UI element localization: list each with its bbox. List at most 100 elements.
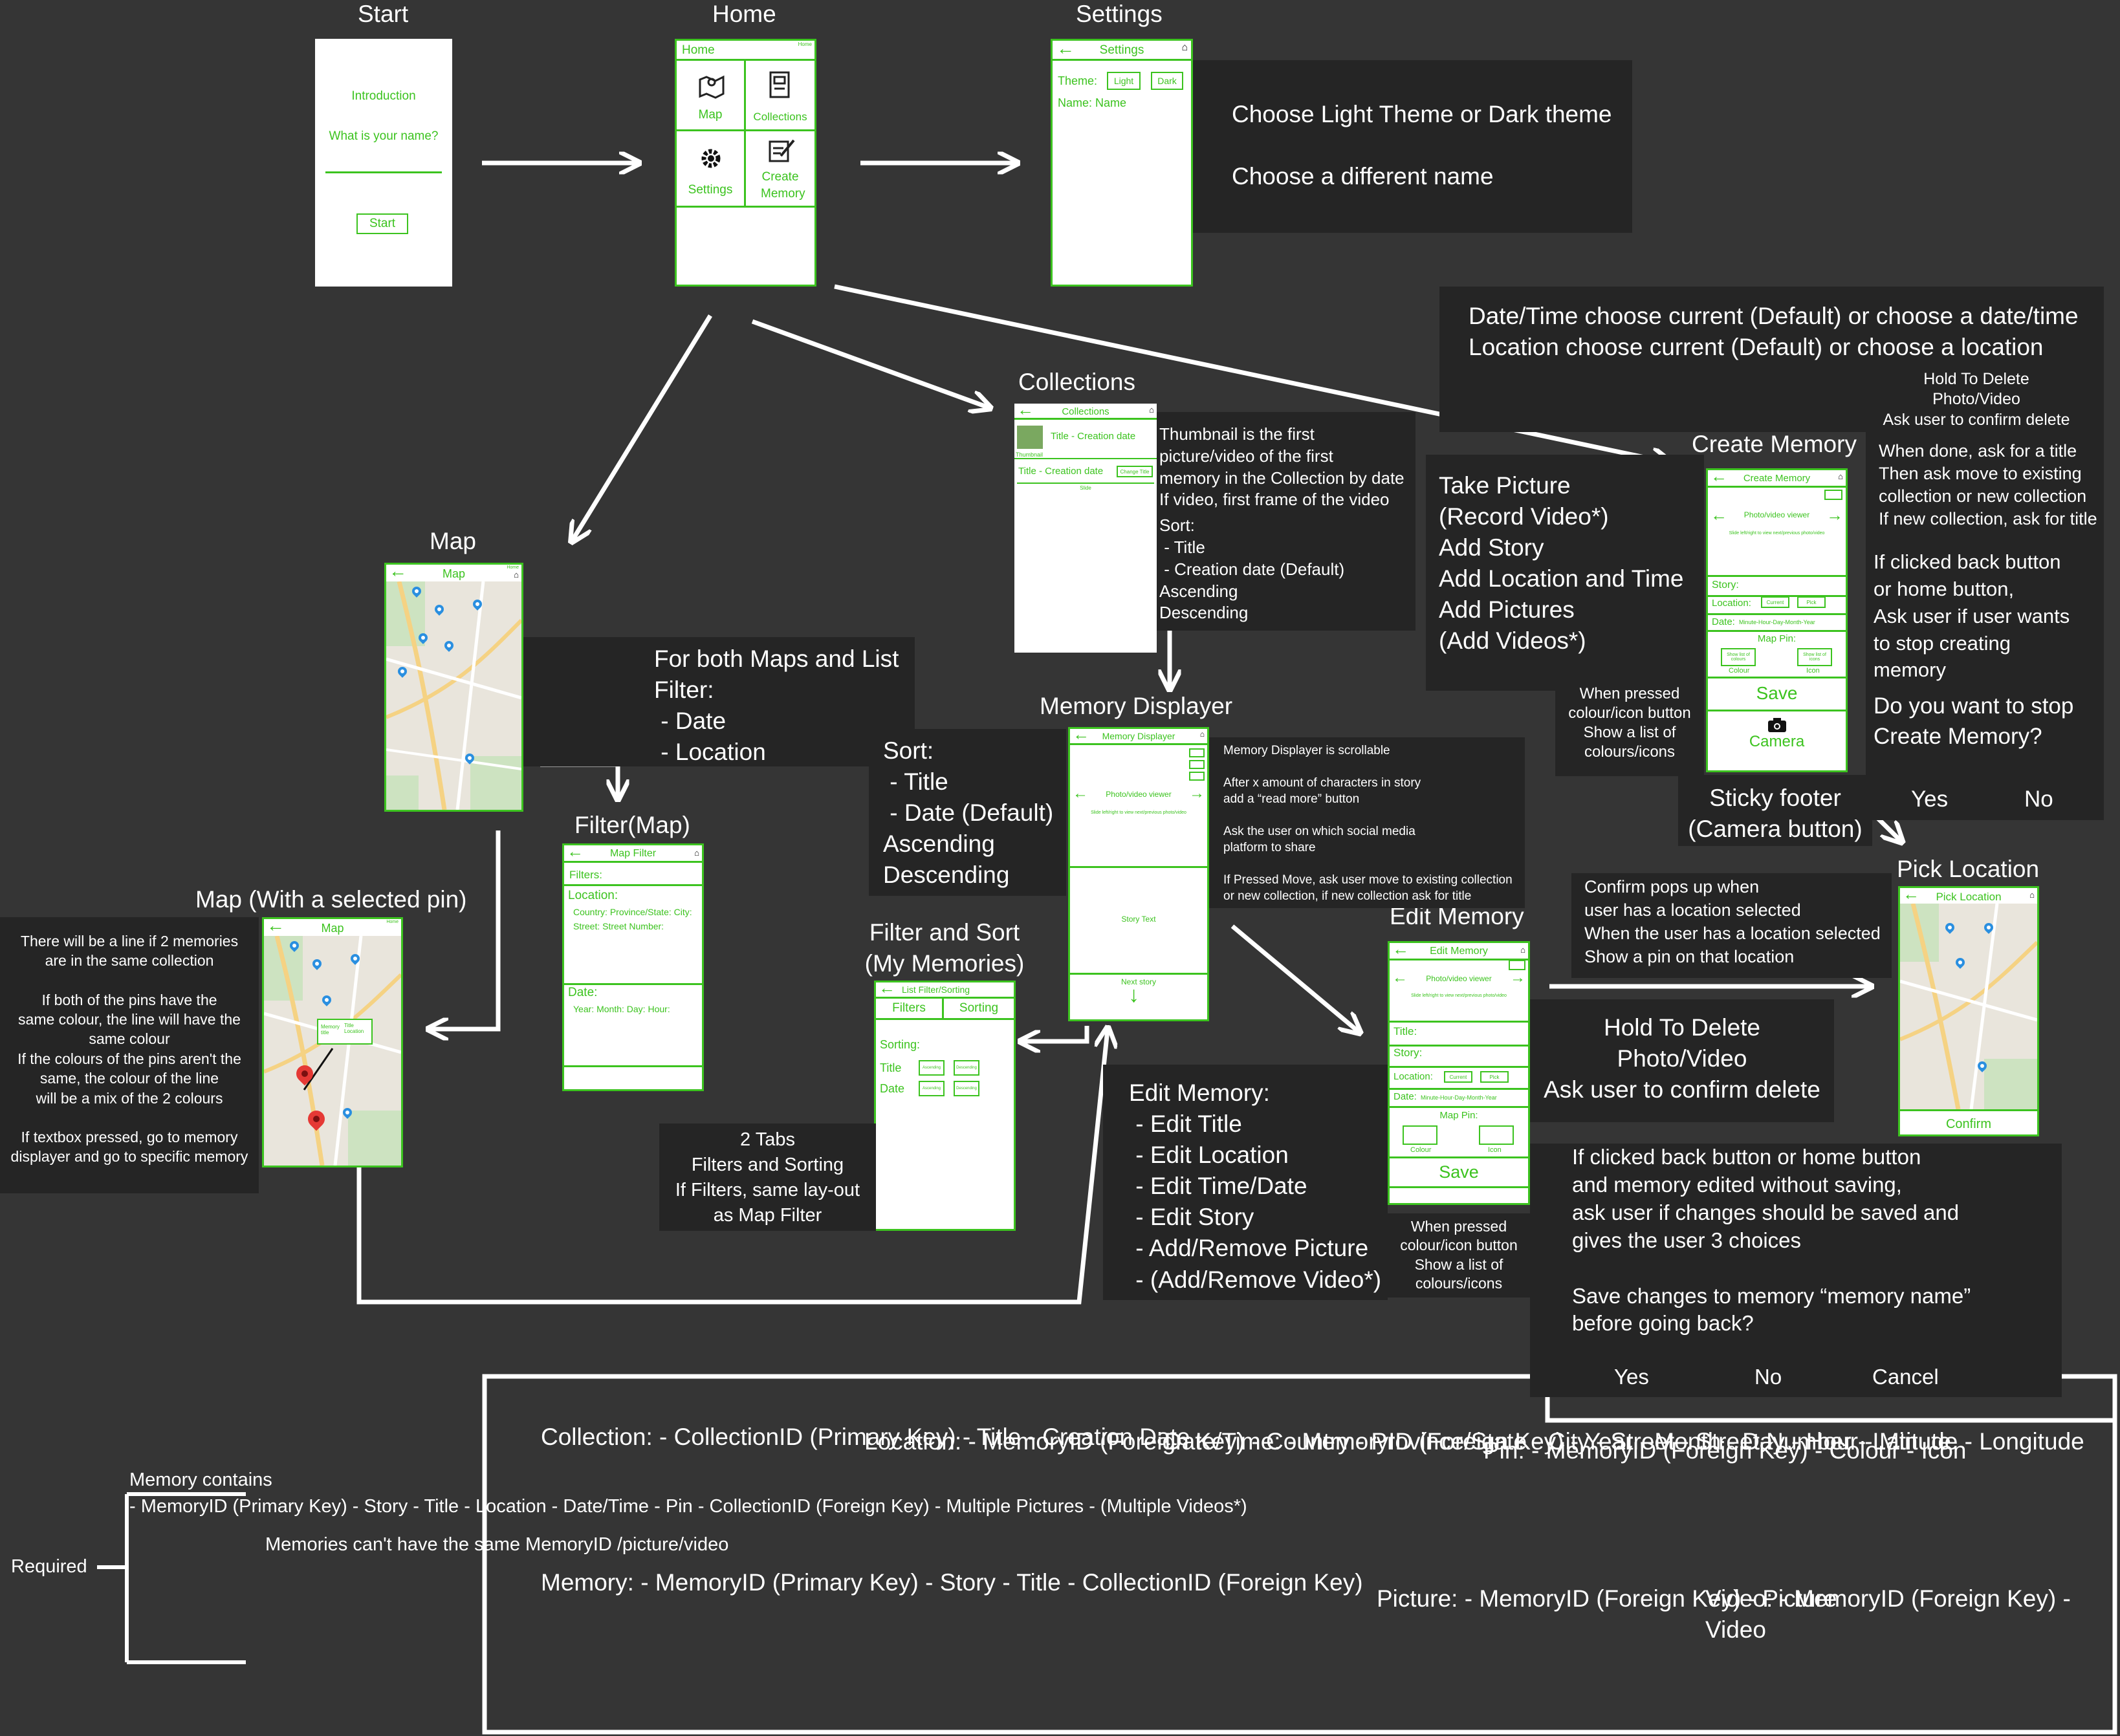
- sort-title-ascending[interactable]: Ascending: [919, 1060, 945, 1076]
- create-story-row[interactable]: Story:: [1708, 575, 1846, 597]
- create-date-row[interactable]: Date: Minute-Hour-Day-Month-Year: [1708, 614, 1846, 632]
- home-corner-label[interactable]: Home: [386, 920, 399, 924]
- home-corner-label[interactable]: Home: [798, 41, 812, 47]
- colour-button[interactable]: Show list of colours: [1721, 648, 1756, 666]
- stop-yes-option[interactable]: Yes: [1911, 787, 1949, 812]
- save-no-option[interactable]: No: [1754, 1365, 1782, 1389]
- delete-photo-button[interactable]: [1824, 490, 1842, 500]
- sort-date-descending[interactable]: Descending: [954, 1081, 979, 1096]
- camera-icon[interactable]: [1767, 717, 1787, 733]
- start-button[interactable]: Start: [356, 213, 408, 234]
- light-theme-button[interactable]: Light: [1107, 72, 1141, 90]
- next-arrow-icon[interactable]: →: [1510, 969, 1525, 986]
- back-arrow-icon[interactable]: ←: [1392, 941, 1409, 959]
- share-button[interactable]: [1189, 748, 1205, 757]
- back-arrow-icon[interactable]: ←: [1710, 468, 1727, 486]
- home-tile-collections[interactable]: Collections: [746, 59, 814, 131]
- down-arrow-icon[interactable]: ↓: [1128, 982, 1139, 1007]
- prev-arrow-icon[interactable]: ←: [1710, 505, 1727, 525]
- pick-location-map[interactable]: [1900, 904, 2037, 1109]
- photo-viewer[interactable]: ← Photo/video viewer → Slide left/right …: [1708, 503, 1846, 580]
- filter-map-screen: ← Map Filter ⌂ Filters: Location: Countr…: [562, 843, 704, 1091]
- memory-textbox[interactable]: Memory title Title Location: [317, 1019, 373, 1045]
- home-icon[interactable]: ⌂: [1520, 945, 1525, 955]
- icon-label: Icon: [1488, 1146, 1502, 1154]
- move-button[interactable]: [1189, 760, 1205, 769]
- collections-note-line: Sort:: [1159, 515, 1195, 536]
- home-corner-label[interactable]: Home: [507, 565, 519, 570]
- home-icon[interactable]: ⌂: [1149, 405, 1154, 415]
- back-arrow-icon[interactable]: ←: [879, 981, 895, 997]
- title-collections: Collections: [1018, 369, 1135, 395]
- home-icon[interactable]: ⌂: [1838, 472, 1843, 481]
- back-arrow-icon[interactable]: ←: [389, 563, 407, 581]
- collection-row2-title[interactable]: Title - Creation date: [1018, 466, 1104, 477]
- icon-button[interactable]: [1479, 1125, 1514, 1145]
- displayer-photo-viewer[interactable]: ← Photo/video viewer → Slide left/right …: [1070, 785, 1207, 852]
- edit-date-row[interactable]: Date: Minute-Hour-Day-Month-Year: [1390, 1089, 1528, 1108]
- collection-thumbnail[interactable]: [1017, 426, 1043, 449]
- current-location-button[interactable]: Current: [1444, 1071, 1472, 1083]
- dark-theme-button[interactable]: Dark: [1151, 72, 1183, 90]
- displayer-note-line: Ask the user on which social media: [1223, 825, 1415, 839]
- map-view[interactable]: [386, 581, 521, 810]
- collection-slide-line: [1017, 483, 1154, 484]
- icon-button[interactable]: Show list of icons: [1797, 648, 1832, 666]
- filter-field-label: Country:: [573, 907, 607, 917]
- save-cancel-option[interactable]: Cancel: [1872, 1365, 1939, 1389]
- prev-arrow-icon[interactable]: ←: [1392, 969, 1408, 986]
- edit-title-row[interactable]: Title:: [1390, 1021, 1528, 1047]
- create-save-button[interactable]: Save: [1708, 677, 1846, 711]
- prev-arrow-icon[interactable]: ←: [1073, 785, 1088, 802]
- delete-photo-button[interactable]: [1509, 960, 1525, 970]
- pick-location-button[interactable]: Pick: [1797, 596, 1826, 608]
- edit-photo-viewer[interactable]: ← Photo/video viewer → Slide left/right …: [1390, 969, 1528, 1008]
- arrow-map-selected: [430, 830, 501, 1029]
- filter-location-block[interactable]: Location: Country: Province/State: City:…: [564, 884, 702, 985]
- next-arrow-icon[interactable]: →: [1826, 505, 1843, 525]
- home-tile-map[interactable]: Map: [677, 59, 746, 131]
- home-tile-create[interactable]: Create Memory: [746, 131, 814, 208]
- edit-story-row[interactable]: Story:: [1390, 1044, 1528, 1068]
- home-icon[interactable]: ⌂: [1199, 730, 1205, 739]
- collection-row1-title[interactable]: Title - Creation date: [1051, 431, 1136, 442]
- home-icon[interactable]: ⌂: [694, 848, 699, 858]
- edit-pressed-note: When pressed colour/icon button Show a l…: [1388, 1213, 1530, 1297]
- back-arrow-icon[interactable]: ←: [1903, 886, 1919, 904]
- next-arrow-icon[interactable]: →: [1189, 785, 1205, 802]
- sort-title-descending[interactable]: Descending: [954, 1060, 979, 1076]
- confirm-button[interactable]: Confirm: [1900, 1109, 2037, 1134]
- name-input[interactable]: [325, 171, 442, 173]
- back-arrow-icon[interactable]: ←: [567, 843, 584, 861]
- filter-date-block[interactable]: Date: Year: Month: Day: Hour:: [564, 983, 702, 1067]
- home-icon[interactable]: ⌂: [514, 570, 519, 580]
- edit-date-format: Minute-Hour-Day-Month-Year: [1421, 1094, 1497, 1101]
- hold-note-line: Hold To Delete: [1603, 1014, 1761, 1041]
- schema-line: - CollectionID (Foreign Key): [1067, 1569, 1363, 1596]
- name-label: Name: Name: [1058, 96, 1127, 109]
- displayer-note-line: [1223, 807, 1513, 823]
- displayer-note-line: Memory Displayer is scrollable: [1223, 744, 1390, 757]
- home-icon[interactable]: ⌂: [1181, 42, 1188, 53]
- back-arrow-icon[interactable]: ←: [1073, 727, 1089, 744]
- next-story-label[interactable]: Next story: [1120, 977, 1156, 986]
- sort-date-ascending[interactable]: Ascending: [919, 1081, 945, 1096]
- edit-save-button[interactable]: Save: [1390, 1158, 1528, 1188]
- current-location-button[interactable]: Current: [1761, 596, 1789, 608]
- tab-filters[interactable]: Filters: [876, 997, 944, 1020]
- map-selected-view[interactable]: Memory title Title Location: [264, 936, 401, 1166]
- create-camera-label[interactable]: Camera: [1749, 733, 1805, 750]
- home-tile-settings[interactable]: Settings: [677, 131, 746, 208]
- schema-line: - Longitude: [1964, 1428, 2084, 1455]
- change-title-button[interactable]: Change Title: [1117, 466, 1153, 477]
- back-arrow-icon[interactable]: ←: [1017, 404, 1034, 419]
- colour-button[interactable]: [1403, 1125, 1437, 1145]
- tab-sorting[interactable]: Sorting: [944, 997, 1014, 1020]
- back-arrow-icon[interactable]: ←: [1056, 39, 1075, 58]
- back-arrow-icon[interactable]: ←: [267, 917, 285, 935]
- save-yes-option[interactable]: Yes: [1614, 1365, 1649, 1389]
- home-icon[interactable]: ⌂: [2029, 890, 2035, 900]
- edit-button[interactable]: [1189, 772, 1205, 781]
- stop-no-option[interactable]: No: [2024, 787, 2053, 812]
- pick-location-button[interactable]: Pick: [1480, 1071, 1509, 1083]
